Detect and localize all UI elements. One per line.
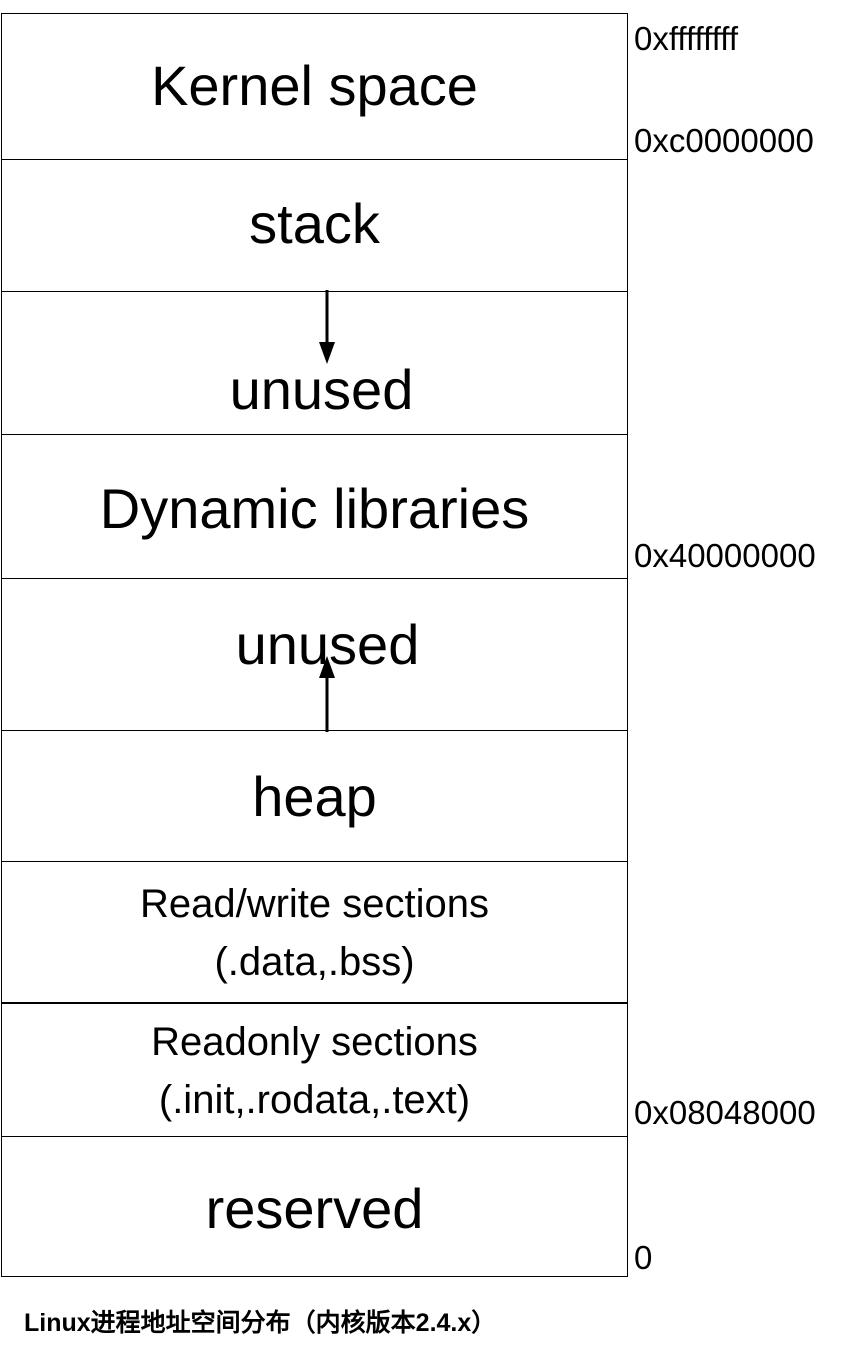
segment-dynamic-libraries: Dynamic libraries bbox=[2, 435, 627, 579]
segment-label-unused-upper: unused bbox=[229, 358, 414, 421]
segment-label-kernel-space: Kernel space bbox=[151, 54, 478, 117]
segment-heap: heap bbox=[2, 731, 627, 862]
address-label-zero: 0 bbox=[634, 1239, 653, 1276]
segment-unused-lower: unused bbox=[2, 579, 627, 731]
segment-label-heap: heap bbox=[252, 765, 377, 828]
arrow-down-icon bbox=[319, 290, 335, 364]
address-label-top: 0xffffffff bbox=[634, 20, 739, 57]
segment-stack: stack bbox=[2, 160, 627, 292]
segment-readonly-sections: Readonly sections (.init,.rodata,.text) bbox=[2, 1003, 627, 1137]
segment-read-write-sections: Read/write sections (.data,.bss) bbox=[2, 862, 627, 1003]
segment-label-read-write-line1: Read/write sections bbox=[139, 882, 490, 926]
segment-kernel-space: Kernel space bbox=[2, 14, 627, 160]
memory-map: Kernel space stack unused Dynamic librar… bbox=[1, 13, 628, 1277]
segment-label-readonly-line1: Readonly sections bbox=[151, 1020, 478, 1064]
address-label-libraries-start: 0x40000000 bbox=[634, 537, 816, 574]
segment-label-reserved: reserved bbox=[205, 1177, 424, 1240]
segment-reserved: reserved bbox=[2, 1137, 627, 1276]
segment-label-readonly-line2: (.init,.rodata,.text) bbox=[158, 1078, 471, 1122]
arrow-up-icon bbox=[319, 656, 335, 732]
diagram-caption: Linux进程地址空间分布（内核版本2.4.x） bbox=[24, 1309, 497, 1337]
segment-label-stack: stack bbox=[249, 192, 380, 255]
segment-unused-upper: unused bbox=[2, 292, 627, 435]
segment-label-dynamic-libraries: Dynamic libraries bbox=[99, 477, 530, 540]
segment-label-read-write-line2: (.data,.bss) bbox=[214, 940, 415, 984]
address-label-text-start: 0x08048000 bbox=[634, 1094, 816, 1131]
address-label-kernel-start: 0xc0000000 bbox=[634, 122, 814, 159]
